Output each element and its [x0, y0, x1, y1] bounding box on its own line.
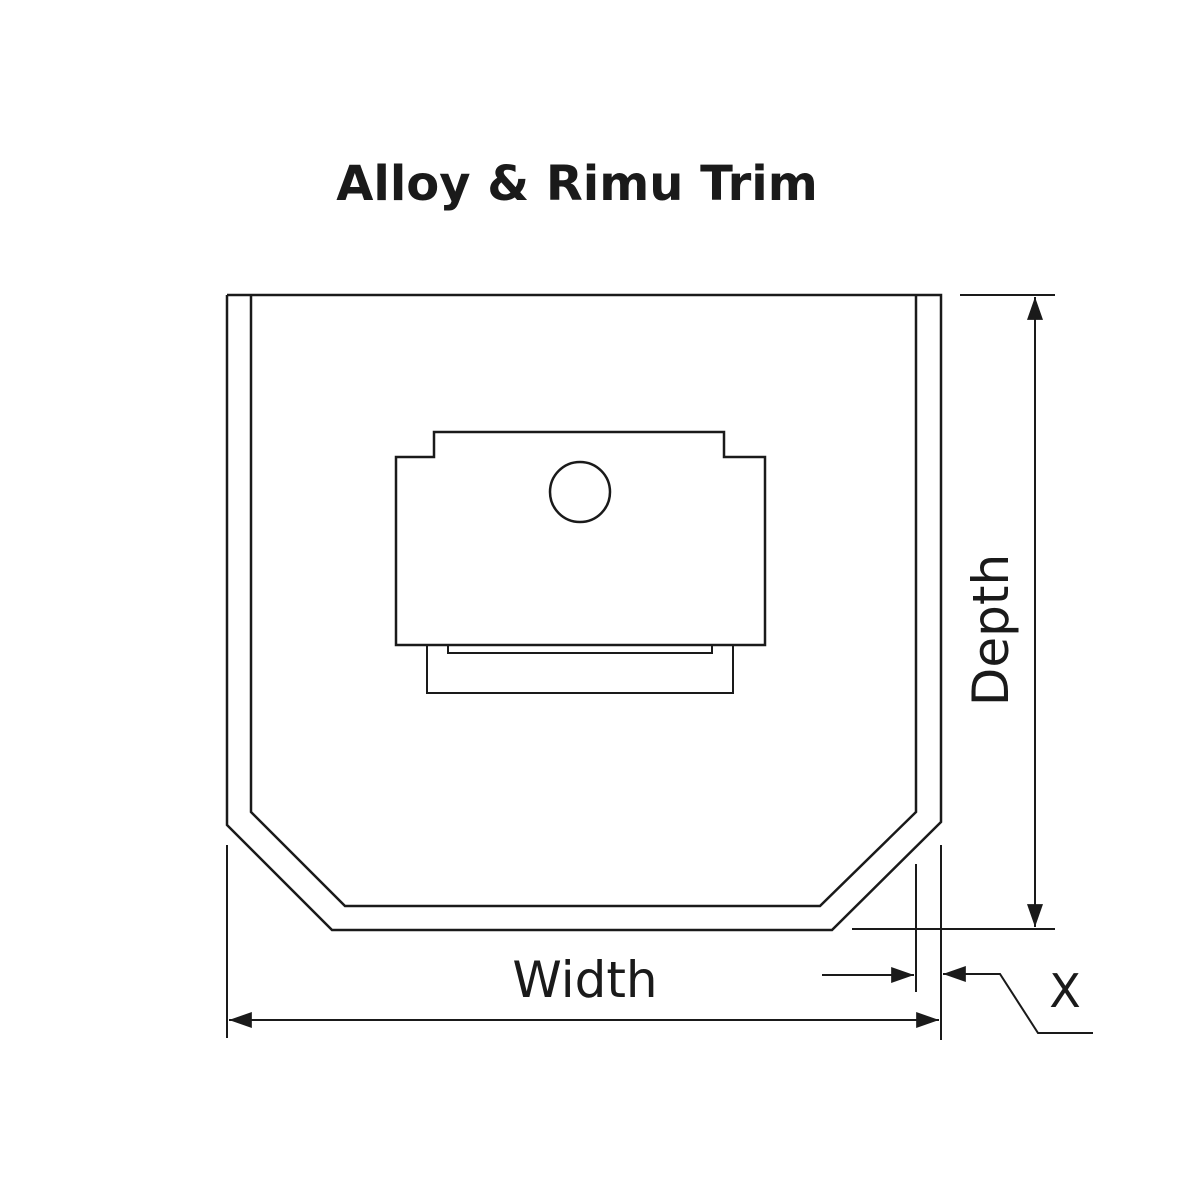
width-label: Width — [512, 951, 657, 1009]
inner-trim-outline — [249, 295, 918, 908]
diagram-title: Alloy & Rimu Trim — [336, 156, 818, 212]
appliance-knob — [548, 460, 612, 524]
depth-label: Depth — [962, 554, 1020, 706]
appliance-base-lip — [447, 644, 713, 654]
x-label: X — [1049, 964, 1081, 1018]
appliance-body — [394, 430, 767, 647]
x-leader-arrow — [943, 966, 1093, 1034]
outer-trim-outline — [225, 293, 943, 932]
dimension-lines — [226, 294, 1093, 1040]
